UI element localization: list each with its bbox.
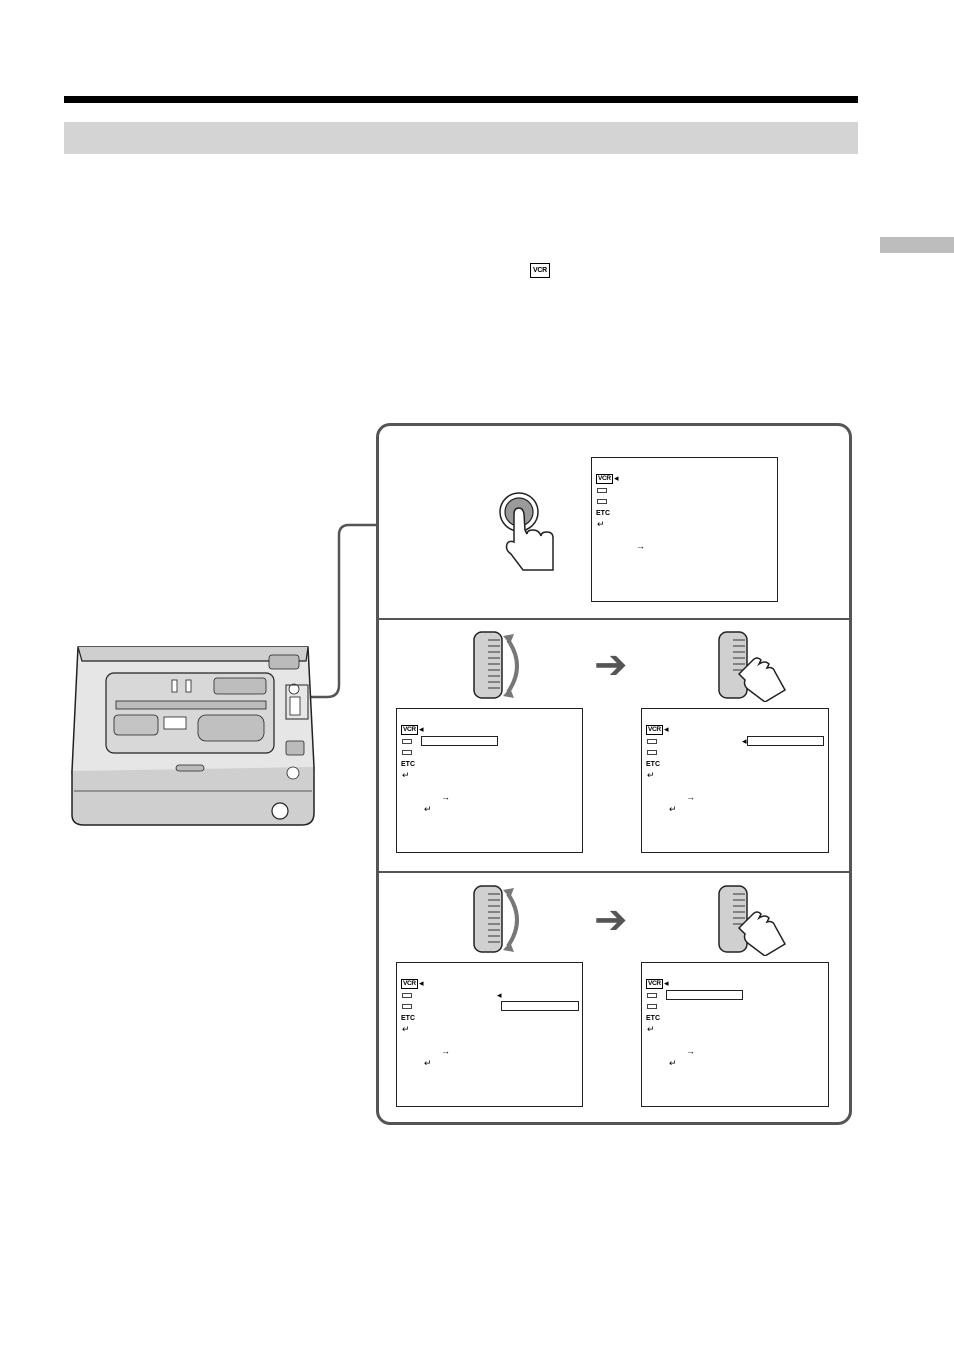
return-icon: ↵ (669, 1058, 677, 1068)
pointer-icon: ◂ (742, 736, 747, 746)
menu-button-press-illustration (499, 492, 554, 571)
arrow-icon: → (441, 792, 450, 802)
vcr-menu-icon: VCR (646, 725, 663, 735)
pointer-icon: ◂ (664, 978, 669, 988)
return-icon: ↵ (647, 770, 655, 780)
arrow-icon: → (441, 1046, 450, 1056)
vcr-menu-icon: VCR (646, 979, 663, 989)
step-divider-2 (379, 871, 850, 873)
next-step-arrow-2: ➔ (594, 898, 628, 942)
menu-screen-step1: VCR ◂ ETC ↵ → (591, 457, 778, 602)
vcr-device-illustration (71, 523, 376, 826)
camera-menu-icon (402, 739, 412, 744)
etc-menu-icon: ETC (646, 1015, 660, 1022)
setup-menu-icon (647, 750, 657, 755)
control-dial-turn-illustration (473, 631, 519, 699)
return-icon: ↵ (597, 519, 605, 529)
setup-menu-icon (402, 1004, 412, 1009)
return-icon: ↵ (424, 804, 432, 814)
highlighted-item (747, 736, 824, 746)
return-icon: ↵ (402, 770, 410, 780)
vcr-inline-icon: VCR (530, 263, 550, 278)
control-dial-press-illustration (718, 885, 787, 956)
camera-menu-icon (597, 488, 607, 493)
pointer-icon: ◂ (664, 724, 669, 734)
menu-screen-step2b: VCR ◂ ◂ ETC ↵ → ↵ (641, 708, 829, 853)
arrow-icon: → (686, 792, 695, 802)
pointer-icon: ◂ (419, 978, 424, 988)
setup-menu-icon (647, 1004, 657, 1009)
highlighted-item (501, 1001, 579, 1011)
control-dial-turn-illustration (473, 885, 519, 953)
pointer-icon: ◂ (614, 473, 619, 483)
menu-screen-step3b: VCR ◂ ETC ↵ → ↵ (641, 962, 829, 1107)
section-heading-band (64, 122, 858, 154)
vcr-menu-icon: VCR (596, 474, 613, 484)
menu-screen-step2a: VCR ◂ ETC ↵ → ↵ (396, 708, 583, 853)
pointer-icon: ◂ (419, 724, 424, 734)
return-icon: ↵ (647, 1024, 655, 1034)
return-icon: ↵ (424, 1058, 432, 1068)
control-dial-press-illustration (718, 631, 787, 702)
highlighted-item (666, 990, 743, 1000)
setup-menu-icon (597, 499, 607, 504)
return-icon: ↵ (669, 804, 677, 814)
etc-menu-icon: ETC (401, 1015, 415, 1022)
menu-screen-step3a: VCR ◂ ◂ ETC ↵ → ↵ (396, 962, 583, 1107)
camera-menu-icon (647, 993, 657, 998)
header-rule (64, 96, 858, 103)
vcr-menu-icon: VCR (401, 725, 418, 735)
vcr-menu-icon: VCR (401, 979, 418, 989)
procedure-panel (376, 423, 852, 1125)
etc-menu-icon: ETC (596, 510, 610, 517)
chapter-tab (880, 237, 954, 253)
setup-menu-icon (402, 750, 412, 755)
etc-menu-icon: ETC (646, 761, 660, 768)
highlighted-item (421, 736, 498, 746)
arrow-icon: → (636, 541, 645, 551)
pointer-icon: ◂ (497, 990, 502, 1000)
next-step-arrow-1: ➔ (594, 643, 628, 687)
etc-menu-icon: ETC (401, 761, 415, 768)
arrow-icon: → (686, 1046, 695, 1056)
camera-menu-icon (647, 739, 657, 744)
step-divider-1 (379, 618, 850, 620)
camera-menu-icon (402, 993, 412, 998)
return-icon: ↵ (402, 1024, 410, 1034)
